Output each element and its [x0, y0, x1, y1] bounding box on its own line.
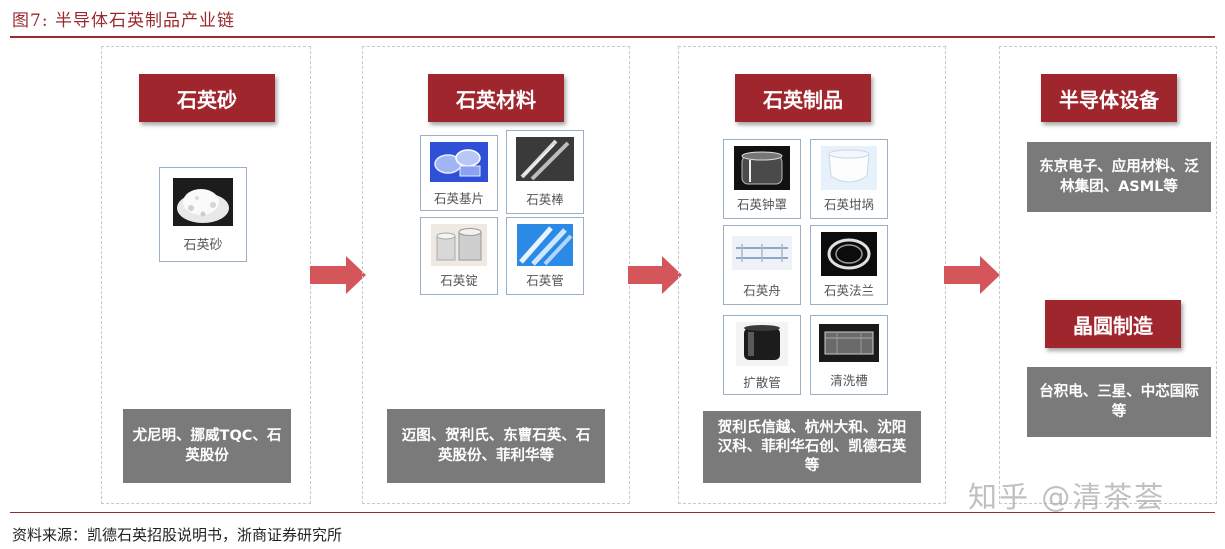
white-sand-photo-icon: [173, 178, 233, 226]
stage-header: 晶圆制造: [1045, 300, 1181, 348]
stage-quartz-products: 石英制品 石英钟罩 石英坩埚 石英舟: [678, 46, 946, 504]
figure-title: 图7: 半导体石英制品产业链: [12, 6, 235, 31]
diffusion-tube-photo-icon: [736, 322, 788, 366]
company-box: 台积电、三星、中芯国际等: [1027, 367, 1211, 437]
stage-quartz-sand: 石英砂 石英砂 尤尼明、挪威TQC、石英股份: [101, 46, 311, 504]
product-label: 石英管: [507, 270, 583, 289]
arrow-right-icon: [944, 256, 1000, 294]
product-card: 石英钟罩: [723, 139, 801, 219]
product-card: 清洗槽: [810, 315, 888, 395]
product-card: 石英锭: [420, 217, 498, 295]
product-label: 石英坩埚: [811, 194, 887, 213]
company-box: 迈图、贺利氏、东曹石英、石英股份、菲利华等: [387, 409, 605, 483]
product-card: 石英法兰: [810, 225, 888, 305]
stage-header: 半导体设备: [1041, 74, 1177, 122]
product-card: 石英舟: [723, 225, 801, 305]
quartz-tube-photo-icon: [517, 224, 573, 266]
product-card: 石英管: [506, 217, 584, 295]
product-label: 清洗槽: [811, 370, 887, 389]
stage-quartz-material: 石英材料 石英基片 石英棒 石英锭: [362, 46, 630, 504]
product-label: 石英法兰: [811, 280, 887, 299]
arrow-right-icon: [310, 256, 366, 294]
quartz-rod-photo-icon: [516, 137, 574, 181]
product-label: 石英基片: [421, 188, 497, 207]
product-label: 石英棒: [507, 189, 583, 208]
quartz-boat-photo-icon: [732, 236, 792, 270]
stage-header: 石英材料: [428, 74, 564, 122]
product-label: 石英砂: [160, 234, 246, 253]
product-card: 石英砂: [159, 167, 247, 262]
company-box: 尤尼明、挪威TQC、石英股份: [123, 409, 291, 483]
cleaning-tank-photo-icon: [819, 324, 879, 362]
product-card: 扩散管: [723, 315, 801, 395]
product-label: 石英锭: [421, 270, 497, 289]
stage-downstream: 半导体设备 东京电子、应用材料、泛林集团、ASML等 晶圆制造 台积电、三星、中…: [999, 46, 1217, 504]
quartz-flange-photo-icon: [821, 232, 877, 276]
top-rule: [10, 36, 1215, 38]
product-label: 石英舟: [724, 280, 800, 299]
company-box: 贺利氏信越、杭州大和、沈阳汉科、菲利华石创、凯德石英等: [703, 411, 921, 483]
quartz-bell-jar-photo-icon: [734, 146, 790, 190]
stage-header: 石英砂: [139, 74, 275, 122]
watermark: 知乎 @清茶荟: [968, 474, 1165, 516]
product-label: 石英钟罩: [724, 194, 800, 213]
arrow-right-icon: [628, 256, 682, 294]
product-card: 石英坩埚: [810, 139, 888, 219]
product-card: 石英棒: [506, 130, 584, 214]
stage-header: 石英制品: [735, 74, 871, 122]
quartz-wafer-photo-icon: [430, 142, 488, 182]
company-box: 东京电子、应用材料、泛林集团、ASML等: [1027, 142, 1211, 212]
source-note: 资料来源：凯德石英招股说明书，浙商证券研究所: [12, 524, 342, 545]
product-label: 扩散管: [724, 372, 800, 391]
product-card: 石英基片: [420, 135, 498, 211]
quartz-ingot-photo-icon: [431, 224, 487, 266]
quartz-crucible-photo-icon: [821, 146, 877, 190]
